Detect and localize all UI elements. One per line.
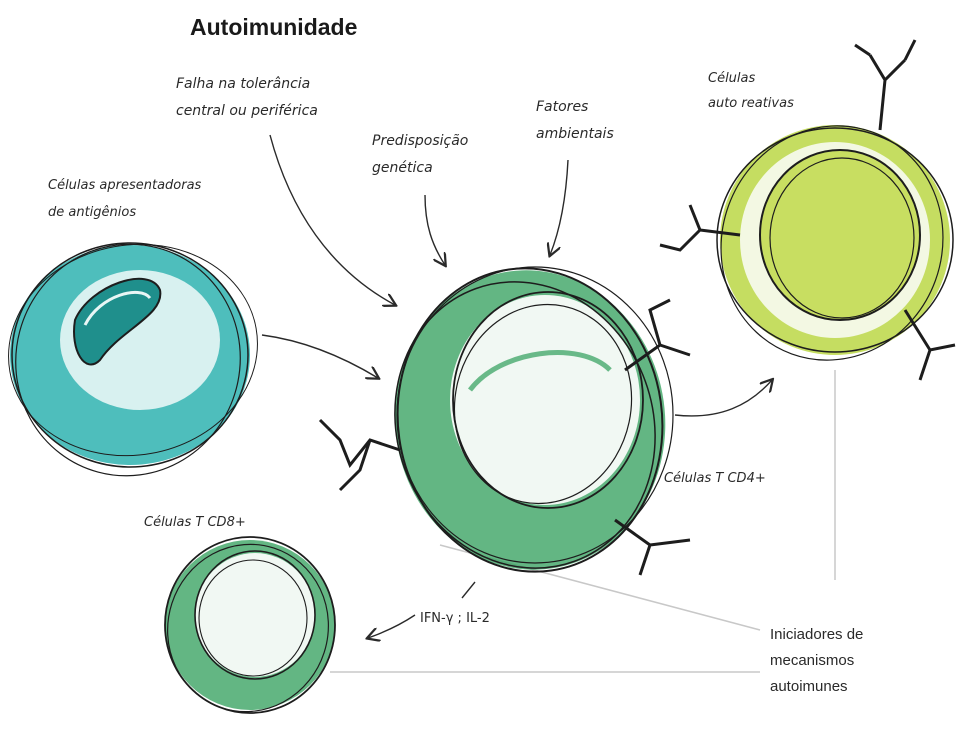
label-cytokines: IFN-γ ; IL-2 [420, 605, 490, 632]
arrow-environmental [550, 160, 568, 255]
label-tolerance-failure: Falha na tolerância central ou periféric… [176, 71, 318, 125]
label-environmental-factors: Fatores ambientais [536, 94, 614, 148]
cd4-t-cell [320, 245, 695, 605]
arrow-cytokine-to-cd8 [368, 615, 415, 638]
arrow-apc-to-cd4 [262, 335, 378, 378]
cytokine-tick [462, 582, 475, 598]
arrow-genetic [425, 195, 445, 265]
antigen-presenting-cell [0, 219, 274, 501]
autoreactive-cell [660, 40, 966, 392]
arrow-cd4-to-autoreactive [675, 380, 772, 416]
page-title: Autoimunidade [190, 14, 357, 41]
label-autoimmune-initiators: Iniciadores de mecanismos autoimunes [770, 622, 863, 700]
label-antigen-presenting-cells: Células apresentadoras de antigênios [48, 172, 201, 226]
label-autoreactive-cells: Células auto reativas [708, 66, 794, 116]
label-cd4-cells: Células T CD4+ [664, 465, 766, 492]
label-genetic-predisposition: Predisposição genética [372, 128, 468, 182]
cd8-t-cell [146, 523, 350, 732]
label-cd8-cells: Células T CD8+ [144, 509, 246, 536]
